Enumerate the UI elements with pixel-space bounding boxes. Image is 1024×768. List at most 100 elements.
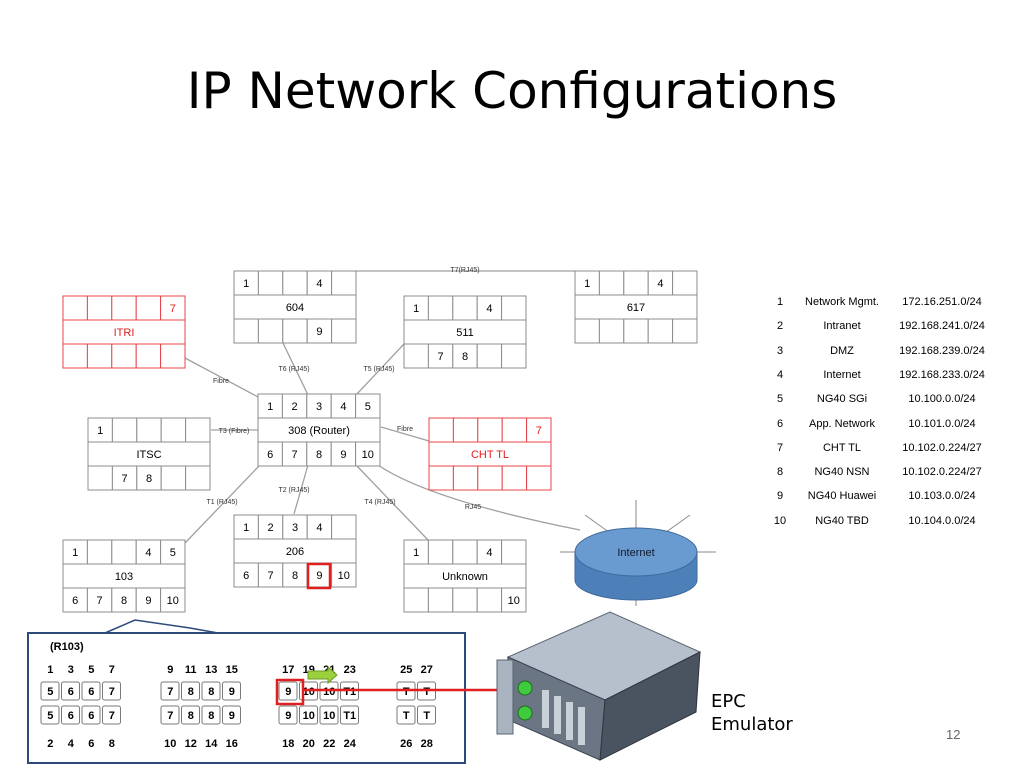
link-t2: T2 (RJ45) xyxy=(278,464,310,515)
port-jack: T1 xyxy=(343,710,356,722)
port-jack: 9 xyxy=(229,686,235,698)
pin-number: 22 xyxy=(323,738,335,750)
port-cell: 4 xyxy=(316,278,322,290)
link-t5: T5 (RJ45) xyxy=(355,343,405,396)
legend-name: DMZ xyxy=(830,344,854,357)
link-label-rj45: RJ45 xyxy=(465,504,481,511)
pin-number: 28 xyxy=(421,738,433,750)
pin-number: 5 xyxy=(88,664,94,676)
port-jack: 10 xyxy=(323,686,335,698)
port-cell: 7 xyxy=(536,425,542,437)
legend-net: 10.102.0.224/27 xyxy=(902,441,982,454)
port-cell: 10 xyxy=(508,595,520,607)
pin-number: 8 xyxy=(109,738,115,750)
inset-port-9-highlight xyxy=(275,678,305,706)
port-cell: 7 xyxy=(170,303,176,315)
pin-number: 23 xyxy=(344,664,356,676)
device-name: Unknown xyxy=(442,571,488,583)
pin-number: 17 xyxy=(282,664,294,676)
legend-net: 172.16.251.0/24 xyxy=(902,296,982,308)
link-label-fibre_cht: Fibre xyxy=(397,426,413,433)
device-name: 308 (Router) xyxy=(288,425,350,437)
port-cell: 2 xyxy=(292,401,298,413)
port-cell: 2 xyxy=(268,522,274,534)
port-cell: 1 xyxy=(413,547,419,559)
legend-name: App. Network xyxy=(808,417,876,430)
link-t3: T3 (Fibre) xyxy=(211,428,258,435)
port-jack: T xyxy=(423,686,430,698)
port-jack: 8 xyxy=(188,686,194,698)
port-jack: 6 xyxy=(68,686,74,698)
legend-name: NG40 Huawei xyxy=(807,490,877,503)
legend-name: Intranet xyxy=(823,320,861,333)
port-9-highlight xyxy=(306,562,332,590)
legend-name: NG40 SGi xyxy=(816,393,868,406)
slide-title: IP Network Configurations xyxy=(186,62,838,120)
port-cell: 1 xyxy=(72,547,78,559)
port-jack: 7 xyxy=(109,710,115,722)
link-label-t6: T6 (RJ45) xyxy=(278,366,309,373)
internet-label: Internet xyxy=(617,547,654,559)
legend-num: 6 xyxy=(776,417,784,430)
pin-number: 14 xyxy=(205,738,218,750)
pin-number: 3 xyxy=(68,664,74,676)
port-cell: 8 xyxy=(316,449,322,461)
device-name: CHT TL xyxy=(471,449,509,461)
port-cell: 4 xyxy=(145,547,151,559)
epc-label-line1: EPC xyxy=(711,691,746,712)
port-cell: 8 xyxy=(146,473,152,485)
port-jack: 7 xyxy=(167,710,173,722)
port-cell: 8 xyxy=(462,351,468,363)
link-t4: T4 (RJ45) xyxy=(355,464,430,542)
port-cell: 6 xyxy=(243,570,249,582)
legend-net: 192.168.241.0/24 xyxy=(899,320,985,333)
port-cell: 3 xyxy=(316,401,322,413)
device-name: 617 xyxy=(627,302,645,314)
legend-num: 1 xyxy=(776,296,784,308)
port-cell: 7 xyxy=(268,570,274,582)
port-jack: 8 xyxy=(208,686,214,698)
legend-num: 4 xyxy=(776,368,784,381)
legend-num: 2 xyxy=(776,320,784,333)
link-fibre_cht: Fibre xyxy=(380,426,430,442)
port-cell: 1 xyxy=(243,522,249,534)
port-cell: 4 xyxy=(316,522,322,534)
port-cell: 1 xyxy=(413,303,419,315)
legend-num: 7 xyxy=(776,441,784,454)
device-name: ITSC xyxy=(136,449,161,461)
port-jack: 8 xyxy=(188,710,194,722)
port-cell: 9 xyxy=(145,595,151,607)
pin-number: 24 xyxy=(344,738,357,750)
link-rj45: RJ45 xyxy=(377,464,581,531)
link-fibre_itri: Fibre xyxy=(184,357,261,399)
device-name: ITRI xyxy=(114,327,135,339)
pin-number: 10 xyxy=(164,738,176,750)
port-cell: 5 xyxy=(365,401,371,413)
legend-net: 10.100.0.0/24 xyxy=(908,393,976,406)
legend-net: 192.168.239.0/24 xyxy=(899,344,985,357)
link-label-t5: T5 (RJ45) xyxy=(363,366,394,373)
port-jack: 9 xyxy=(229,710,235,722)
pin-number: 18 xyxy=(282,738,294,750)
legend-net: 192.168.233.0/24 xyxy=(899,368,985,381)
pin-number: 27 xyxy=(421,664,433,676)
r103-label: (R103) xyxy=(50,641,84,653)
port-cell: 1 xyxy=(267,401,273,413)
link-label-t1: T1 (RJ45) xyxy=(206,499,237,506)
port-cell: 9 xyxy=(316,326,322,338)
legend-name: Internet xyxy=(823,368,861,381)
pin-number: 15 xyxy=(226,664,238,676)
legend-name: CHT TL xyxy=(822,441,862,454)
port-jack: 6 xyxy=(88,710,94,722)
pin-number: 25 xyxy=(400,664,412,676)
link-t7: T7(RJ45) xyxy=(356,267,575,274)
epc-server-icon xyxy=(496,611,702,761)
link-label-fibre_itri: Fibre xyxy=(213,378,229,385)
port-jack: 7 xyxy=(167,686,173,698)
port-cell: 9 xyxy=(316,570,322,582)
device-name: 511 xyxy=(456,327,474,339)
